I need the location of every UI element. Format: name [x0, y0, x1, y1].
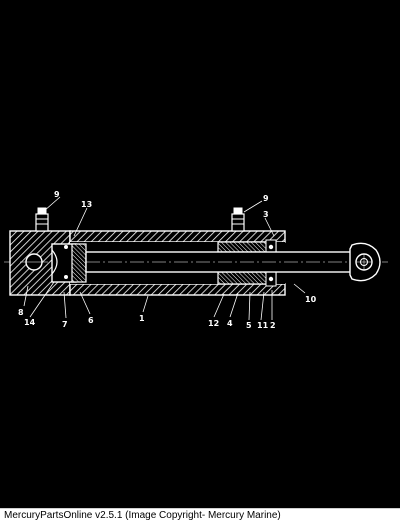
- label-12: 12: [208, 319, 219, 328]
- piston: [51, 243, 87, 283]
- label-5: 5: [246, 321, 252, 330]
- copyright-caption: MercuryPartsOnline v2.5.1 (Image Copyrig…: [4, 510, 281, 521]
- piston-rod: [85, 251, 355, 273]
- label-9-rear: 9: [54, 190, 60, 199]
- label-4: 4: [227, 319, 233, 328]
- label-14: 14: [24, 318, 36, 327]
- label-3: 3: [263, 210, 269, 219]
- rod-end-eye: [349, 242, 381, 282]
- label-9-front: 9: [263, 194, 269, 203]
- label-13: 13: [81, 200, 92, 209]
- label-1: 1: [139, 314, 145, 323]
- label-10: 10: [305, 295, 317, 304]
- label-8: 8: [18, 308, 24, 317]
- bleeder-fitting-rear: [35, 207, 49, 232]
- bleeder-fitting-front: [231, 207, 245, 232]
- diagram-frame: 9 13 9 3 10 8 14 7 6 1 12 4 5 11 2: [4, 190, 388, 330]
- hydraulic-cylinder-diagram: 9 13 9 3 10 8 14 7 6 1 12 4 5 11 2: [4, 190, 388, 330]
- label-6: 6: [88, 316, 94, 325]
- caption-bar: MercuryPartsOnline v2.5.1 (Image Copyrig…: [0, 508, 400, 522]
- label-2: 2: [270, 321, 276, 330]
- label-11: 11: [257, 321, 269, 330]
- leader-lines: [23, 196, 306, 321]
- label-7: 7: [62, 320, 68, 329]
